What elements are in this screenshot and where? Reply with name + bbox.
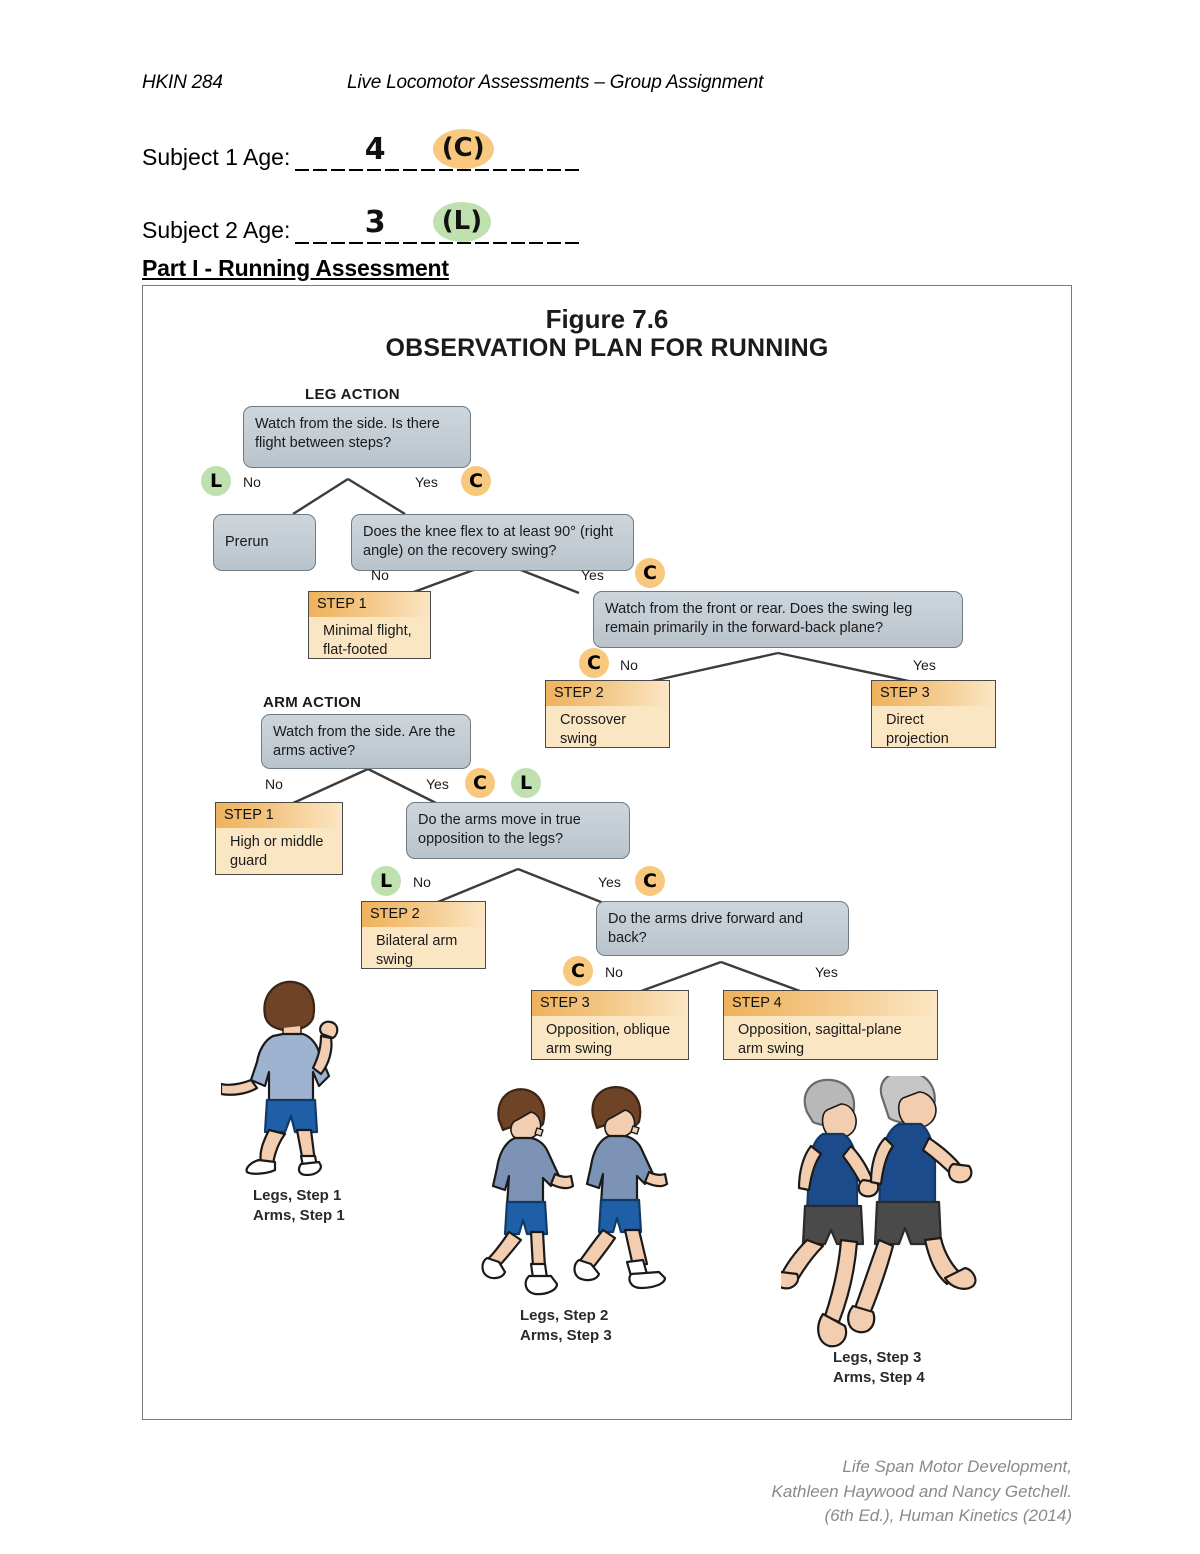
caption-legs1-arms1: Legs, Step 1 Arms, Step 1 [253, 1187, 345, 1225]
leg-q2-box[interactable]: Does the knee flex to at least 90° (righ… [351, 514, 634, 571]
arm-q3-box[interactable]: Do the arms drive forward and back? [596, 901, 849, 956]
arm-step2-body: Bilateral arm swing [376, 933, 458, 969]
leg-prerun-box[interactable]: Prerun [213, 514, 316, 571]
course-code: HKIN 284 [142, 72, 223, 93]
leg-step2-body: Crossover swing [560, 712, 627, 748]
marker-arm-q2-no: L [371, 866, 401, 896]
arm-q3-yes-label: Yes [815, 964, 838, 980]
blank-line [294, 169, 580, 171]
figure-number: Figure 7.6 [545, 304, 669, 334]
leg-q3-box[interactable]: Watch from the front or rear. Does the s… [593, 591, 963, 648]
leg-step2-head: STEP 2 [546, 681, 669, 707]
figure-frame: Figure 7.6 OBSERVATION PLAN FOR RUNNING … [142, 285, 1072, 1420]
marker-leg-q1-yes: C [461, 466, 491, 496]
arm-step2-box[interactable]: STEP 2 Bilateral arm swing [361, 901, 486, 969]
arm-step3-body: Opposition, oblique arm swing [546, 1022, 671, 1058]
assignment-title: Live Locomotor Assessments – Group Assig… [347, 72, 764, 93]
part-1-heading: Part I - Running Assessment [142, 255, 449, 281]
arm-step4-head: STEP 4 [724, 991, 937, 1017]
leg-q3-no-label: No [620, 657, 638, 673]
marker-arm-q3-no: C [563, 956, 593, 986]
arm-q1-yes-label: Yes [426, 776, 449, 792]
arm-step2-head: STEP 2 [362, 902, 485, 928]
leg-step2-box[interactable]: STEP 2 Crossover swing [545, 680, 670, 748]
subject-2-answer-blank[interactable]: 3 (L) [294, 202, 580, 252]
citation-line-2: Kathleen Haywood and Nancy Getchell. [771, 1481, 1072, 1501]
arm-q1-no-label: No [265, 776, 283, 792]
leg-step3-body: Direct projection [886, 712, 949, 748]
marker-leg-q3-no: C [579, 648, 609, 678]
caption-legs3-arms4: Legs, Step 3 Arms, Step 4 [833, 1349, 925, 1387]
page-header: HKIN 284 Live Locomotor Assessments – Gro… [142, 72, 1102, 94]
subject-1-row: Subject 1 Age: 4 (C) [142, 129, 580, 179]
arm-q2-yes-label: Yes [598, 874, 621, 890]
leg-q3-yes-label: Yes [913, 657, 936, 673]
arm-step3-box[interactable]: STEP 3 Opposition, oblique arm swing [531, 990, 689, 1060]
adult-runners-illustration [781, 1076, 977, 1348]
caption-legs2-arms3: Legs, Step 2 Arms, Step 3 [520, 1307, 612, 1345]
arm-step4-box[interactable]: STEP 4 Opposition, sagittal-plane arm sw… [723, 990, 938, 1060]
arm-q3-no-label: No [605, 964, 623, 980]
leg-q1-no-label: No [243, 474, 261, 490]
subject-2-age-value: 3 [364, 205, 386, 240]
leg-step1-box[interactable]: STEP 1 Minimal flight, flat-footed [308, 591, 431, 659]
leg-q1-box[interactable]: Watch from the side. Is there flight bet… [243, 406, 471, 468]
subject-1-answer-blank[interactable]: 4 (C) [294, 129, 580, 179]
arm-step3-head: STEP 3 [532, 991, 688, 1017]
child-runner-rear-illustration [221, 980, 339, 1176]
child-runners-side-illustration [481, 1086, 669, 1296]
marker-leg-q2-yes: C [635, 558, 665, 588]
subject-1-code-value: (C) [432, 129, 494, 169]
leg-step3-head: STEP 3 [872, 681, 995, 707]
blank-line [294, 242, 580, 244]
leg-step1-head: STEP 1 [309, 592, 430, 618]
arm-q2-box[interactable]: Do the arms move in true opposition to t… [406, 802, 630, 859]
arm-step4-body: Opposition, sagittal-plane arm swing [738, 1022, 902, 1058]
citation-line-1: Life Span Motor Development, [842, 1457, 1072, 1476]
leg-q2-no-label: No [371, 567, 389, 583]
arm-q2-no-label: No [413, 874, 431, 890]
citation-line-3: (6th Ed.), Human Kinetics (2014) [824, 1506, 1072, 1526]
leg-step3-box[interactable]: STEP 3 Direct projection [871, 680, 996, 748]
arm-action-label: ARM ACTION [263, 694, 362, 711]
subject-2-code-value: (L) [432, 202, 492, 242]
marker-leg-q1-no: L [201, 466, 231, 496]
leg-q1-yes-label: Yes [415, 474, 438, 490]
arm-step1-box[interactable]: STEP 1 High or middle guard [215, 802, 343, 875]
leg-action-label: LEG ACTION [305, 386, 400, 403]
subject-1-label: Subject 1 Age: [142, 144, 291, 170]
footer-citation: Life Span Motor Development, Kathleen Ha… [771, 1455, 1072, 1529]
arm-q1-box[interactable]: Watch from the side. Are the arms active… [261, 714, 471, 769]
leg-step1-body: Minimal flight, flat-footed [323, 623, 412, 659]
marker-arm-q2-yes: C [635, 866, 665, 896]
subject-2-label: Subject 2 Age: [142, 217, 291, 243]
marker-arm-q1-yes-l: L [511, 768, 541, 798]
leg-q2-yes-label: Yes [581, 567, 604, 583]
arm-step1-body: High or middle guard [230, 834, 324, 870]
arm-step1-head: STEP 1 [216, 803, 342, 829]
subject-1-age-value: 4 [364, 132, 386, 167]
marker-arm-q1-yes-c: C [465, 768, 495, 798]
figure-name: OBSERVATION PLAN FOR RUNNING [385, 334, 829, 362]
subject-2-row: Subject 2 Age: 3 (L) [142, 202, 580, 252]
